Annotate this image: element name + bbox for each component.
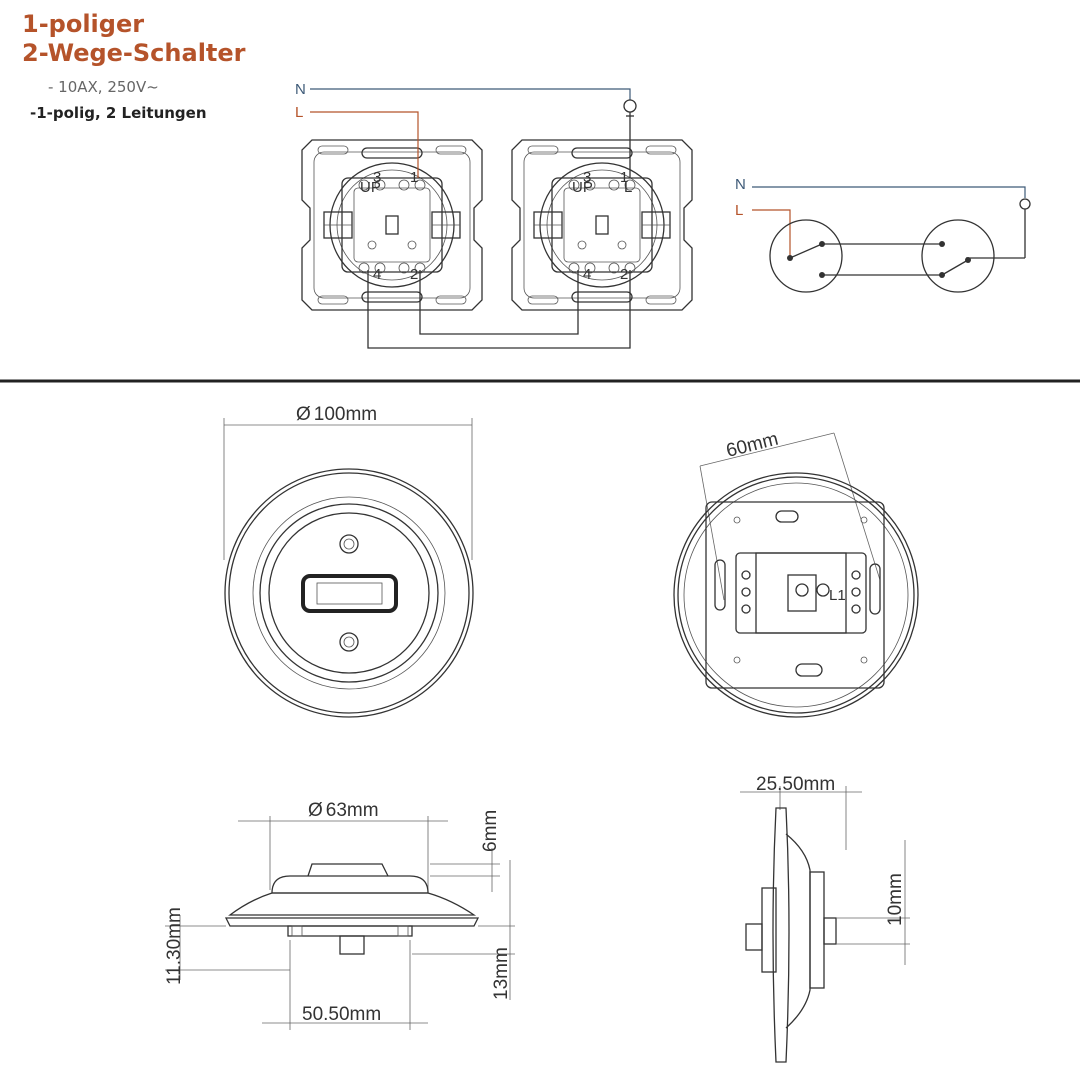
terminal-4-right: 4 [583,266,591,283]
live-label: L [295,104,303,121]
terminal-3-left: 3 [373,169,381,186]
back-width-label: 60mm [724,429,780,462]
rocker-button [301,574,398,613]
terminal-3-right: 3 [583,169,591,186]
product-title: 1-poliger 2-Wege-Schalter [22,10,246,68]
schematic-live-label: L [735,202,743,219]
title-line-2: 2-Wege-Schalter [22,39,246,67]
terminal-4-left: 4 [373,266,381,283]
back-terminal-label: L1 [829,587,846,604]
side-profile-view-right: 25.50mm 10mm [740,774,910,1063]
total-height-label: 11.30mm [164,907,185,985]
traveler-wire-1 [367,270,631,349]
switch-module-right [511,139,693,311]
up-label-left: UP [360,179,381,196]
circuit-schematic: N L [735,176,1031,293]
title-line-1: 1-poliger [22,10,145,38]
side-width-label: 25.50mm [756,774,835,795]
up-label-right: UP [572,179,593,196]
side-height-label: 10mm [885,873,906,926]
terminal-1-right: 1 [620,169,628,186]
lamp-icon [623,99,637,122]
neutral-label: N [295,81,306,98]
base-width-label: 50.50mm [302,1004,381,1025]
switch-module-left [301,139,483,311]
back-view: 60mm L1 [673,429,919,718]
terminal-l-right: L [624,179,632,196]
neutral-wire [310,88,631,100]
base-height-label: 13mm [491,947,512,1000]
schematic-neutral-label: N [735,176,746,193]
traveler-wire-2 [419,270,579,335]
cover-height-label: 6mm [480,810,501,852]
terminal-2-left: 2 [410,266,418,283]
terminal-2-right: 2 [620,266,628,283]
spec-rating: - 10AX, 250V~ [48,78,159,96]
terminal-1-left: 1 [410,169,418,186]
spec-poles: -1-polig, 2 Leitungen [30,104,207,122]
live-wire [310,111,419,178]
